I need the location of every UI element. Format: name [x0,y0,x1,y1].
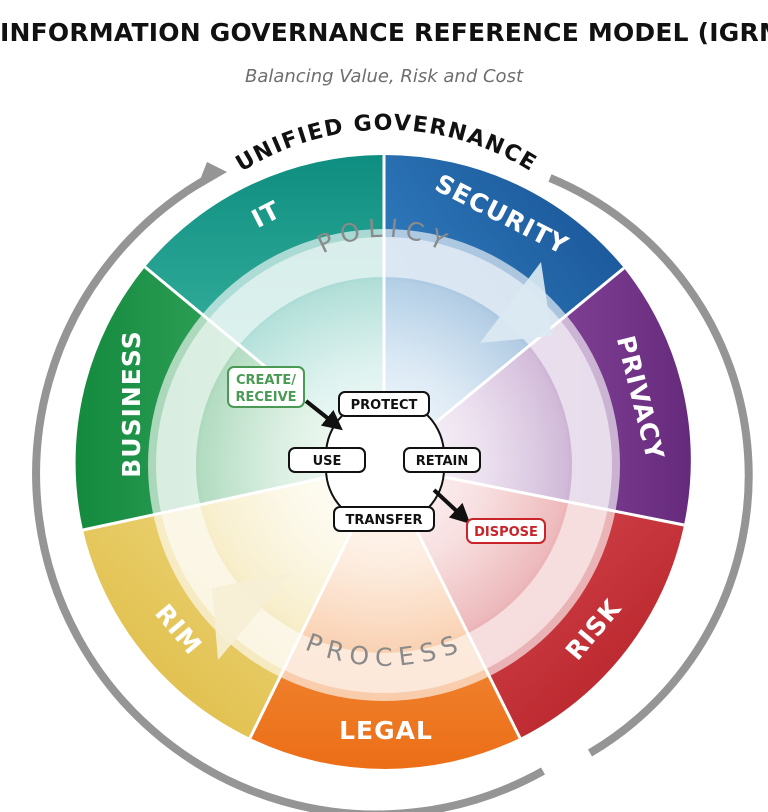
page-title: INFORMATION GOVERNANCE REFERENCE MODEL (… [0,18,768,47]
node-protect: PROTECT [338,391,430,417]
svg-text:PROTECT: PROTECT [351,398,418,413]
node-create-receive: CREATE/ RECEIVE [227,366,305,408]
unified-governance-arc-left [32,173,545,812]
svg-text:USE: USE [313,454,342,469]
svg-text:DISPOSE: DISPOSE [474,525,538,540]
unified-governance-arc-right [548,174,753,757]
svg-text:RECEIVE: RECEIVE [235,390,296,405]
dispose-arrow [432,488,471,524]
flow-ring [156,237,612,693]
page-subtitle: Balancing Value, Risk and Cost [244,66,524,87]
node-retain: RETAIN [403,447,481,473]
process-flow-arrowhead [212,572,292,660]
node-transfer: TRANSFER [333,506,435,532]
segment-label-legal: LEGAL [339,716,433,745]
create-arrow [304,399,343,431]
unified-governance-arrowhead [196,162,227,190]
svg-text:TRANSFER: TRANSFER [346,513,423,528]
policy-flow-arrowhead [480,262,552,343]
node-dispose: DISPOSE [466,518,546,544]
svg-text:RETAIN: RETAIN [416,454,469,469]
segment-label-business: BUSINESS [117,330,146,478]
svg-text:CREATE/: CREATE/ [236,373,296,388]
node-use: USE [288,447,366,473]
